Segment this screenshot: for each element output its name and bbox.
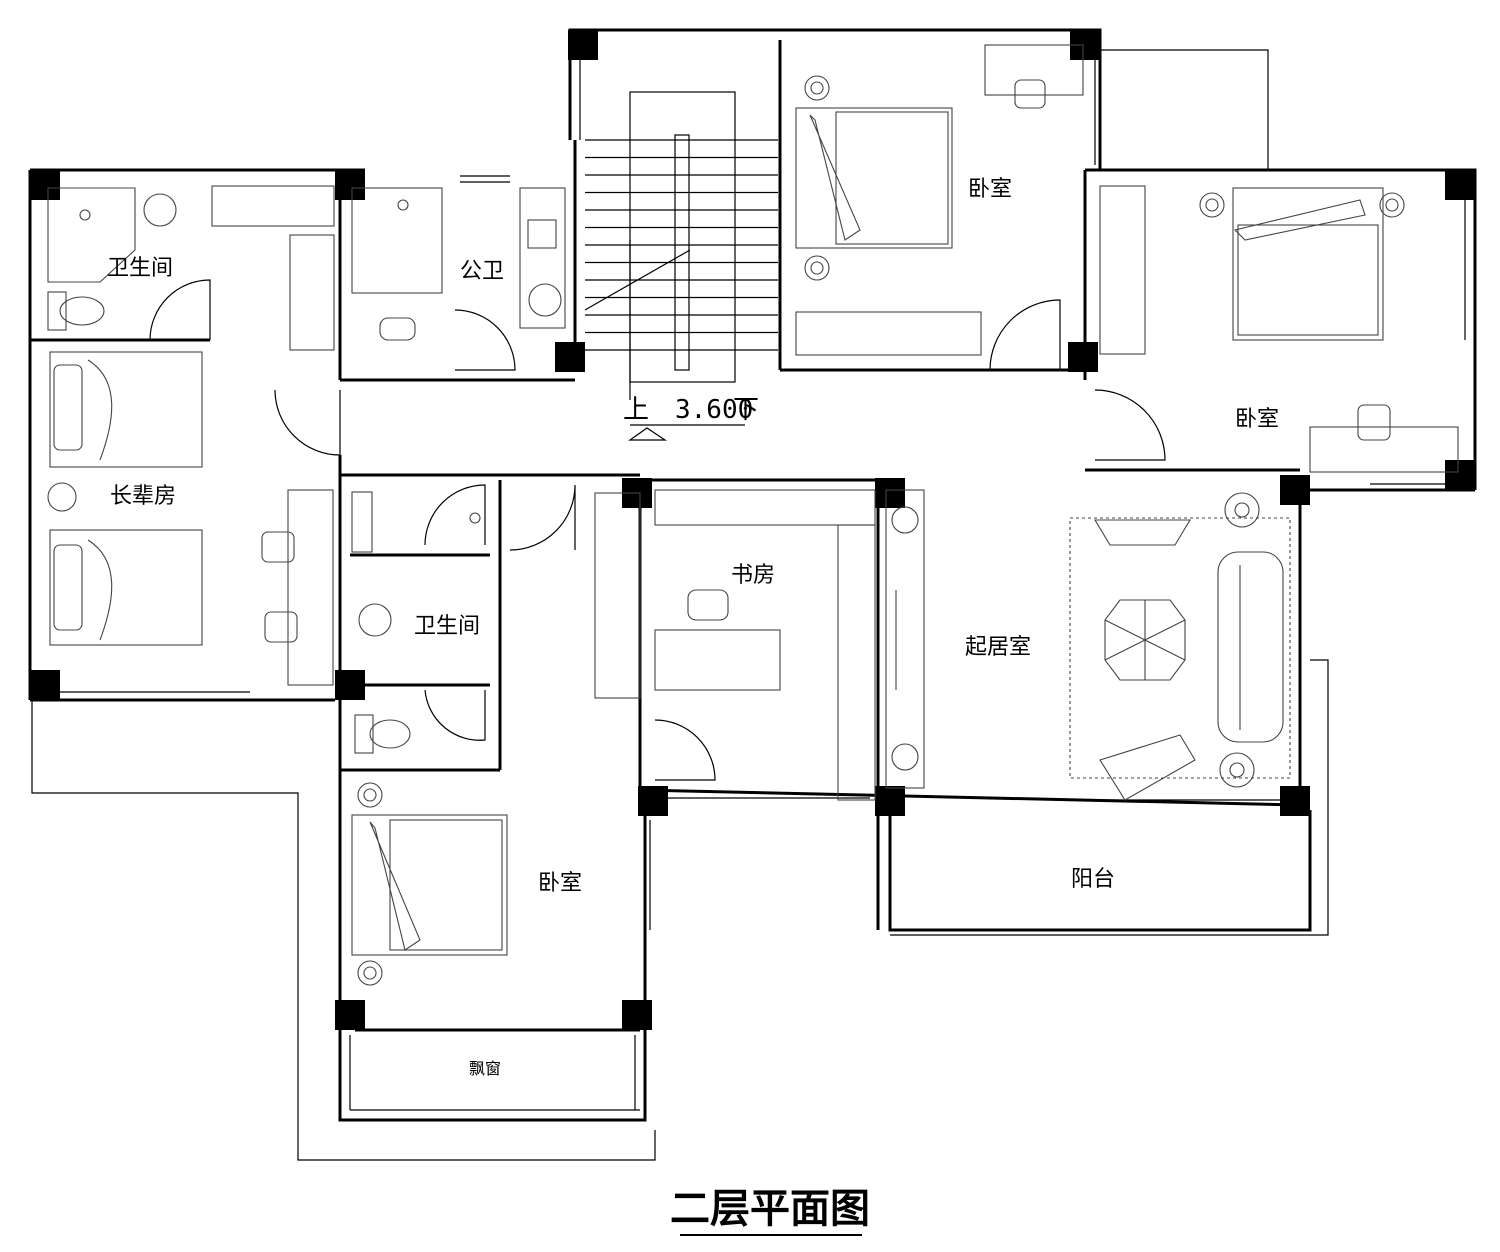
room-label-bedroom-top: 卧室 [968, 177, 1012, 202]
staircase [585, 91, 778, 383]
bed-icon [49, 351, 203, 468]
room-label-bath-middle: 卫生间 [414, 614, 480, 639]
stair-up-label: 上 [623, 395, 649, 425]
shower-icon [47, 187, 443, 553]
sink-icon [79, 193, 562, 637]
floor-level-value: 3.600 [675, 395, 753, 425]
bed-icon [49, 529, 203, 646]
desk-icon [984, 44, 1084, 109]
level-mark-triangle [628, 427, 667, 441]
tv-cabinet-icon [885, 489, 925, 789]
stair-break-line [584, 249, 691, 311]
windows [40, 60, 1466, 1111]
stair-down-label: 下 [733, 395, 759, 425]
sofa-set-icon [1069, 492, 1291, 801]
room-label-balcony: 阳台 [1071, 867, 1115, 892]
wardrobe-icon [1099, 185, 1146, 355]
room-label-elder-room: 长辈房 [110, 484, 176, 509]
toilet-icon [47, 291, 416, 754]
wardrobe-icon [211, 185, 335, 351]
study-desk-icon [654, 489, 876, 801]
desk-icon [261, 489, 334, 686]
room-label-bedroom-bottom: 卧室 [538, 871, 582, 896]
wardrobe-icon [594, 492, 641, 699]
wardrobe-icon [795, 311, 982, 356]
room-label-bath-top-left: 卫生间 [107, 256, 173, 281]
room-label-study: 书房 [731, 563, 775, 588]
bed-icon [351, 782, 508, 986]
drawing-title: 二层平面图 [670, 1186, 870, 1232]
room-label-public-wc: 公卫 [460, 259, 504, 284]
room-label-bedroom-right: 卧室 [1235, 407, 1279, 432]
interior-walls [30, 40, 1300, 1032]
counter-icon [519, 187, 566, 329]
room-label-bay-window: 飘窗 [469, 1059, 501, 1078]
columns [30, 30, 1475, 1030]
bed-icon [1199, 187, 1405, 341]
nightstand-icon [47, 482, 77, 512]
door-swings [149, 279, 1166, 781]
room-label-living-room: 起居室 [965, 635, 1031, 660]
bed-icon [795, 75, 953, 281]
terrace-outline [31, 49, 1329, 1161]
desk-icon [1309, 404, 1459, 473]
